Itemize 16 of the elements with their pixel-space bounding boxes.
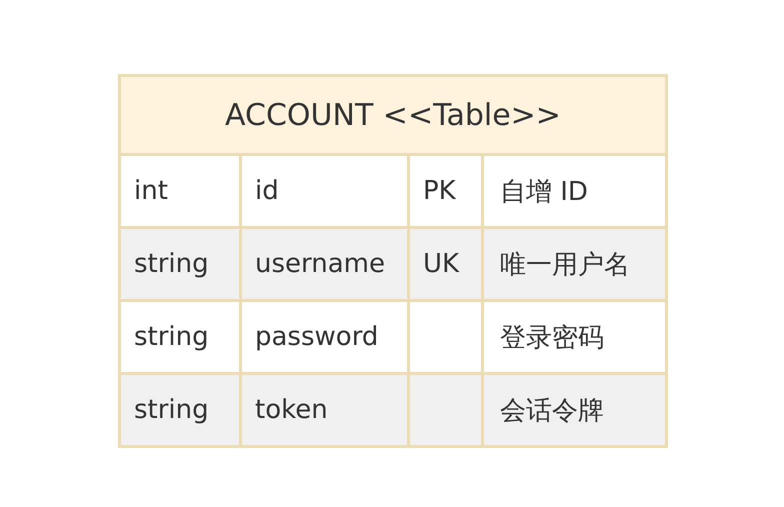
table-cell: 登录密码 [484,302,665,372]
table-cell: token [242,375,407,445]
table-cell: string [121,375,239,445]
table-cell: 会话令牌 [484,375,665,445]
table-cell: UK [410,229,481,299]
table-header: ACCOUNT <<Table>> [121,77,665,153]
table-cell: string [121,302,239,372]
table-cell: string [121,229,239,299]
table-cell: 自增 ID [484,156,665,226]
table-cell: id [242,156,407,226]
table-cell: username [242,229,407,299]
table-cell: password [242,302,407,372]
table-cell: PK [410,156,481,226]
table-cell: 唯一用户名 [484,229,665,299]
table-cell: int [121,156,239,226]
table [118,74,668,448]
